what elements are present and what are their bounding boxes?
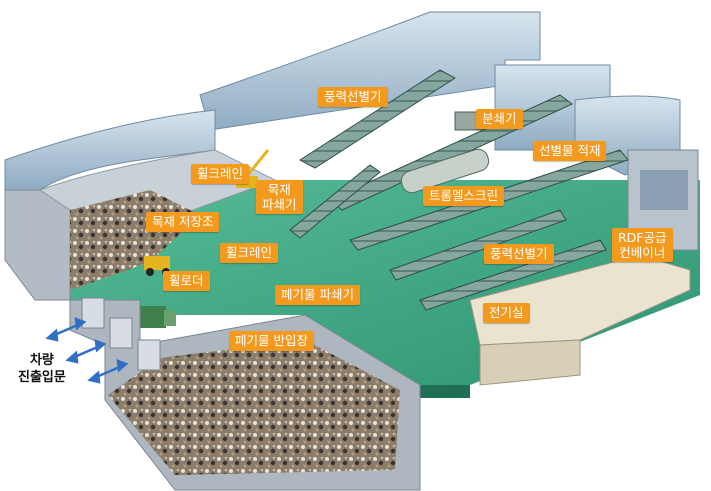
- wheel-loader-icon: [144, 256, 170, 276]
- right-tower-window: [640, 170, 688, 210]
- floor-front-edge: [305, 315, 470, 398]
- arrow-left-right-icon: [45, 317, 129, 384]
- gate-3: [137, 339, 161, 371]
- label-wood-shredder: 목재 파쇄기: [256, 180, 303, 214]
- label-waste-shredder: 폐기물 파쇄기: [275, 285, 360, 305]
- label-wheel-crane-1: 휠크레인: [191, 164, 250, 184]
- electric-room-front: [479, 339, 581, 386]
- roof-left-wing: [4, 109, 216, 191]
- label-rdf-conveyor: RDF공급 컨베이너: [612, 228, 673, 262]
- left-wall: [4, 189, 71, 301]
- gate-2: [109, 317, 133, 349]
- label-wheel-crane-2: 휠크레인: [220, 243, 279, 263]
- label-trommel-screen: 트롬멜스크린: [423, 186, 505, 206]
- label-wood-storage: 목재 저장조: [146, 212, 220, 232]
- roof-back: [199, 11, 541, 131]
- label-sorted-loading: 선별물 적재: [533, 141, 607, 161]
- trommel-drum: [400, 148, 490, 194]
- label-wind-sorter-top: 풍력선별기: [318, 87, 388, 107]
- waste-pile: [108, 340, 400, 475]
- label-electric-room: 전기실: [483, 303, 530, 323]
- label-waste-receiving: 폐기물 반입장: [229, 331, 314, 351]
- gate-1: [81, 297, 105, 329]
- label-wheel-loader: 휠로더: [163, 271, 210, 291]
- label-wind-sorter-mid: 풍력선별기: [484, 244, 554, 264]
- label-vehicle-entry: 차량 진출입문: [18, 353, 66, 385]
- label-shredder: 분쇄기: [476, 109, 523, 129]
